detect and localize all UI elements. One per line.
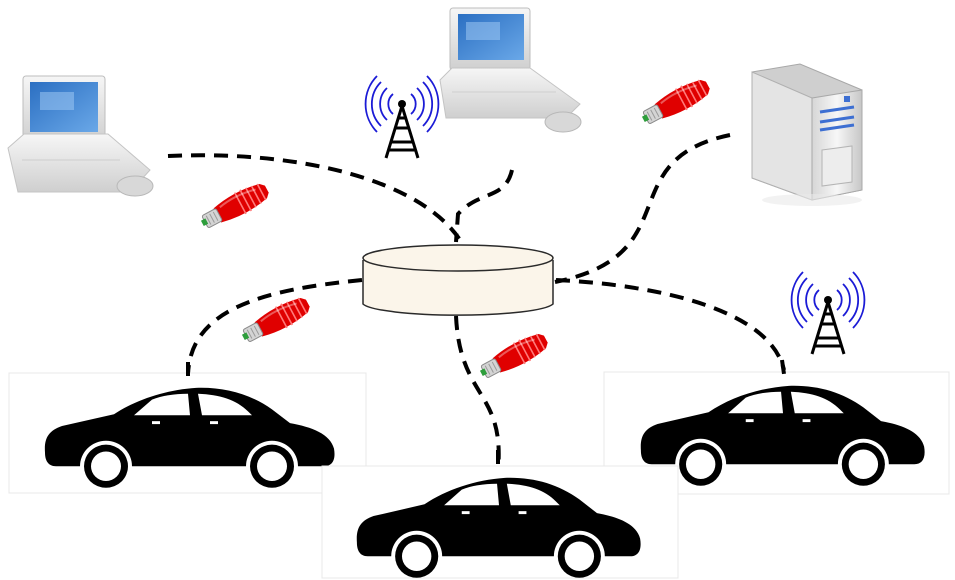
server-tower-icon (751, 63, 863, 206)
network-links (167, 133, 786, 471)
radio-antenna-icon (790, 270, 866, 356)
radio-antenna-icon (364, 74, 440, 160)
link-server-to-hub (554, 133, 731, 284)
car-silhouette-icon (321, 465, 679, 579)
ethernet-cable-icon (195, 177, 274, 236)
desktop-computer-icon (439, 7, 582, 133)
car-silhouette-icon (8, 372, 367, 494)
laptop-icon (7, 75, 154, 197)
link-tails (186, 359, 786, 468)
hub-cylinder-icon (362, 244, 554, 316)
link-hub-to-car-middle (454, 315, 501, 471)
link-hub-to-car-right (555, 278, 786, 371)
link-hub-to-car-left (186, 278, 363, 376)
ethernet-cable-icon (636, 73, 715, 132)
ethernet-cable-icon (236, 291, 315, 350)
link-desktop-to-hub (454, 169, 514, 243)
ethernet-cable-icon (474, 327, 553, 386)
link-laptop-to-hub (167, 153, 462, 242)
